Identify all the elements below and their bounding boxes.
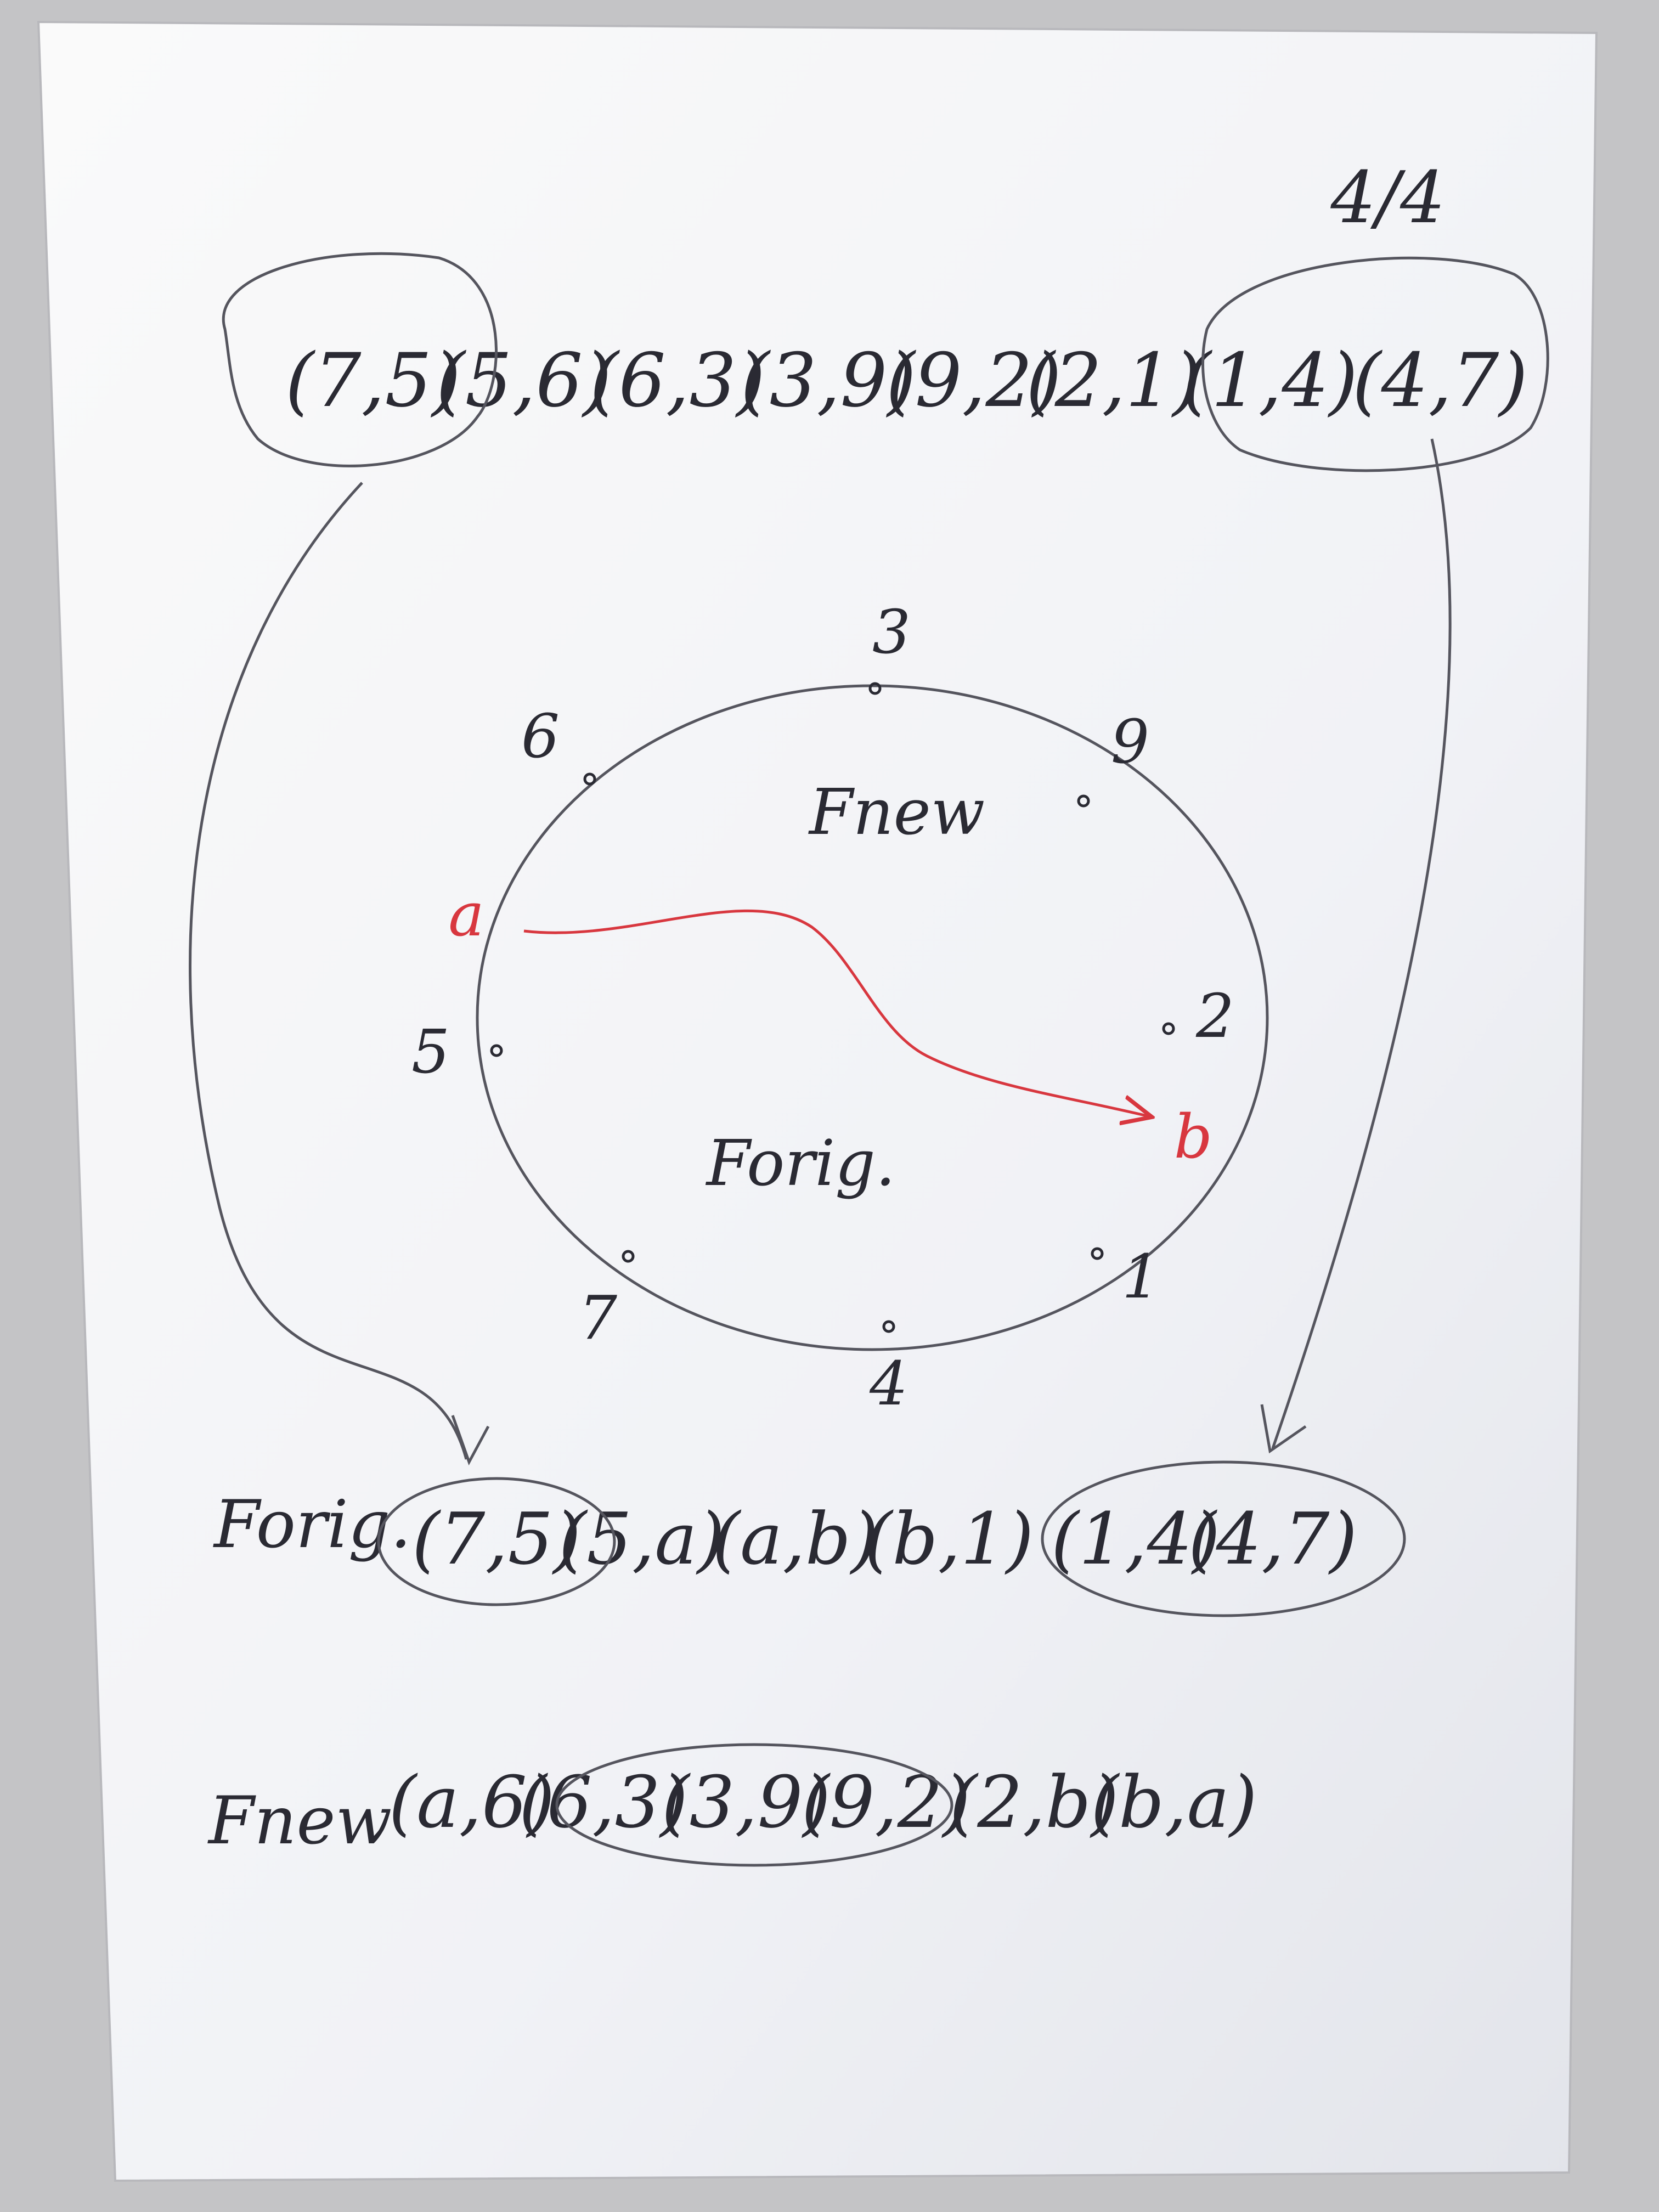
node-label: 1 bbox=[1122, 1242, 1160, 1312]
node-dot bbox=[490, 1044, 503, 1057]
region-top-label: Fnew bbox=[808, 776, 985, 849]
node-label: 4 bbox=[869, 1348, 908, 1419]
new-node-a: a bbox=[448, 879, 484, 950]
arrowhead-right bbox=[1260, 1404, 1307, 1454]
row-pair: (a,b) bbox=[712, 1497, 878, 1581]
node-dot bbox=[868, 682, 882, 695]
region-bottom-label: Forig. bbox=[706, 1127, 896, 1200]
paper-sheet bbox=[37, 20, 1598, 2182]
top-pair: (1,4) bbox=[1182, 337, 1358, 424]
oval-forig-right bbox=[1041, 1460, 1406, 1617]
row-pair: (a,6) bbox=[389, 1760, 555, 1844]
row-pair: (5,a) bbox=[559, 1497, 725, 1581]
row-pair: (1,4) bbox=[1051, 1497, 1220, 1581]
node-label: 7 bbox=[579, 1283, 617, 1353]
node-label: 3 bbox=[872, 597, 911, 667]
row-label: Fnew bbox=[207, 1783, 392, 1859]
row-forig: Forig. (7,5) (5,a) (a,b) (b,1) (1,4) (4,… bbox=[213, 1487, 1357, 1581]
top-pair: (3,9) bbox=[741, 337, 916, 424]
node-label: 6 bbox=[521, 701, 560, 771]
node-label: 5 bbox=[411, 1017, 450, 1087]
node-dot bbox=[1077, 794, 1090, 808]
arrow-left-down bbox=[189, 482, 468, 1460]
node-dots bbox=[490, 682, 1175, 1333]
node-dot bbox=[1162, 1022, 1175, 1035]
node-labels: 3 9 2 1 4 7 5 6 bbox=[411, 597, 1234, 1419]
node-label: 9 bbox=[1111, 707, 1149, 777]
oval-fnew-middle bbox=[555, 1743, 953, 1867]
arrow-right-down bbox=[1271, 438, 1452, 1449]
row-label: Forig. bbox=[213, 1487, 411, 1563]
row-pair: (7,5) bbox=[412, 1497, 581, 1581]
row-pair: (6,3) bbox=[519, 1760, 688, 1844]
row-fnew: Fnew (a,6) (6,3) (3,9) (9,2) (2,b) (b,a) bbox=[207, 1760, 1257, 1859]
oval-forig-left bbox=[377, 1477, 616, 1606]
row-pair: (2,b) bbox=[950, 1760, 1119, 1844]
top-pair: (7,5) bbox=[285, 337, 461, 424]
top-pair: (6,3) bbox=[590, 337, 765, 424]
page-number: 4/4 bbox=[1330, 156, 1445, 239]
top-sequence: (7,5) (5,6) (6,3) (3,9) (9,2) (2,1) (1,4… bbox=[285, 337, 1528, 424]
new-node-b: b bbox=[1174, 1102, 1212, 1172]
row-pair: (3,9) bbox=[662, 1760, 831, 1844]
row-pair: (9,2) bbox=[802, 1760, 970, 1844]
row-pair: (4,7) bbox=[1188, 1497, 1357, 1581]
node-dot bbox=[882, 1320, 895, 1333]
row-pair: (b,1) bbox=[865, 1497, 1034, 1581]
top-pair: (4,7) bbox=[1352, 337, 1528, 424]
arrowhead-left bbox=[451, 1415, 490, 1466]
top-pair: (5,6) bbox=[436, 337, 612, 424]
node-dot bbox=[622, 1250, 635, 1263]
node-dot bbox=[1091, 1247, 1104, 1260]
top-pair: (9,2) bbox=[886, 337, 1062, 424]
node-label: 2 bbox=[1195, 981, 1234, 1051]
top-pair: (2,1) bbox=[1026, 337, 1201, 424]
row-pair: (b,a) bbox=[1091, 1760, 1257, 1844]
node-dot bbox=[583, 772, 596, 786]
red-cut-path bbox=[523, 909, 1149, 1116]
oval-left-top bbox=[222, 252, 498, 467]
oval-right-top bbox=[1201, 256, 1549, 472]
